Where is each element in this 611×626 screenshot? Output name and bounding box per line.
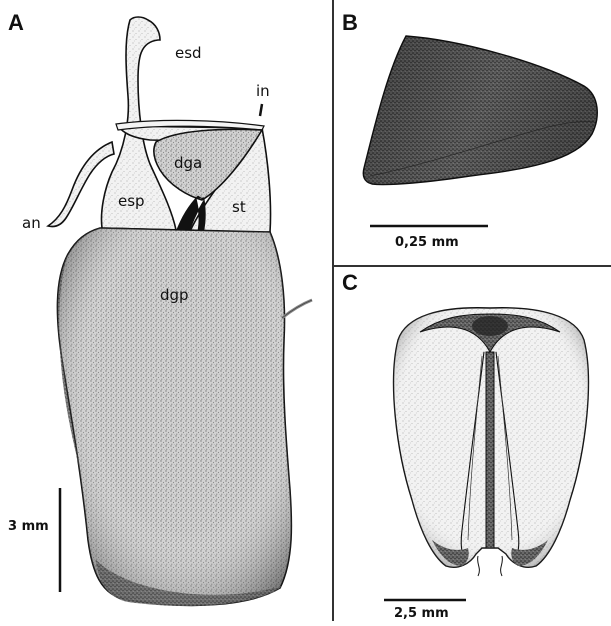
- valve-seam-center: [486, 352, 494, 548]
- label-esd: esd: [175, 44, 202, 62]
- posterior-gland-shading: [57, 228, 291, 605]
- valve-tail-left: [478, 556, 480, 576]
- label-st: st: [232, 198, 246, 216]
- panel-a: A esd in dga an esp st dgp 3 mm: [8, 10, 312, 606]
- valve-top-dark-spot: [472, 316, 508, 336]
- label-an: an: [22, 214, 41, 232]
- scale-label-b: 0,25 mm: [395, 235, 459, 250]
- label-in: in: [256, 82, 270, 100]
- label-dgp: dgp: [160, 286, 189, 304]
- panel-b-letter: B: [342, 10, 358, 35]
- scale-label-c: 2,5 mm: [394, 606, 449, 621]
- scale-label-a: 3 mm: [8, 519, 49, 534]
- label-dga: dga: [174, 154, 202, 172]
- panel-c-letter: C: [342, 270, 358, 295]
- label-in-pointer: [260, 104, 262, 116]
- label-esp: esp: [118, 192, 145, 210]
- lateral-duct: [282, 300, 312, 318]
- panel-b: B 0,25 mm: [342, 10, 597, 250]
- panel-a-letter: A: [8, 10, 24, 35]
- seed-triangle-shading: [363, 36, 597, 185]
- panel-c: C 2,5 mm: [342, 270, 588, 621]
- valve-tail-right: [501, 556, 503, 576]
